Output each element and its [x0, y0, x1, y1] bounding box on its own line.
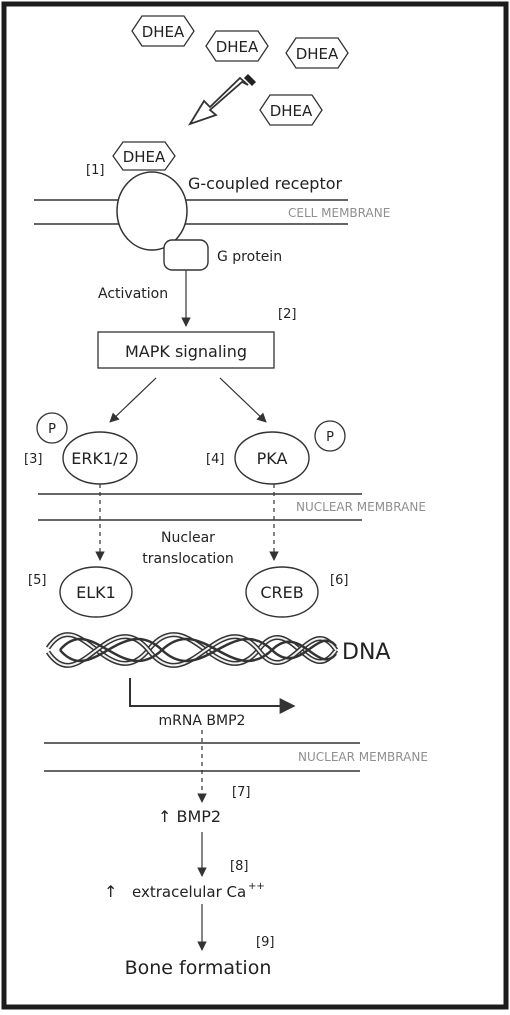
ref-label: [8]	[230, 859, 248, 874]
mrna-label: mRNA BMP2	[159, 713, 246, 729]
mapk-to-pka-arrow	[219, 377, 267, 423]
ref-label: [1]	[86, 163, 104, 178]
transcription-arrow	[129, 678, 296, 714]
erk-label: ERK1/2	[71, 449, 128, 468]
receptor-label: G-coupled receptor	[188, 174, 343, 193]
phosphate-label: P	[48, 422, 56, 437]
ref-label: [3]	[24, 452, 42, 467]
dhea-label: DHEA	[296, 45, 339, 63]
mapk-signaling-box	[97, 331, 275, 369]
calcium-up-arrow: ↑	[104, 882, 117, 901]
bound-dhea-label: DHEA	[123, 148, 166, 166]
dna-label: DNA	[342, 640, 390, 665]
entry-arrow-icon	[187, 74, 256, 126]
nuclear-translocation-label-line1: Nuclear	[161, 530, 215, 546]
bone-formation-label: Bone formation	[125, 957, 272, 979]
ref-label: [6]	[330, 573, 348, 588]
mapk-label: MAPK signaling	[125, 342, 247, 361]
g-protein-label: G protein	[217, 249, 282, 265]
mapk-to-erk-arrow	[109, 377, 157, 423]
nuclear-translocation-label-line2: translocation	[142, 551, 234, 567]
ref-label: [5]	[28, 573, 46, 588]
dhea-label: DHEA	[216, 38, 259, 56]
elk1-factor	[59, 566, 133, 618]
dhea-molecule: DHEA	[285, 37, 349, 69]
activation-label: Activation	[98, 286, 168, 302]
dhea-label: DHEA	[270, 102, 313, 120]
calcium-superscript: ++	[248, 881, 265, 892]
pka-kinase	[234, 431, 310, 485]
g-protein	[163, 239, 209, 271]
ref-label: [4]	[206, 452, 224, 467]
phosphate-group	[36, 412, 68, 444]
dhea-molecule: DHEA	[259, 94, 323, 126]
elk1-label: ELK1	[76, 583, 116, 602]
nuclear-membrane-label: NUCLEAR MEMBRANE	[298, 750, 428, 764]
creb-factor	[245, 566, 319, 618]
nuclear-membrane-label: NUCLEAR MEMBRANE	[296, 500, 426, 514]
cell-membrane-label: CELL MEMBRANE	[288, 206, 390, 220]
ref-label: [2]	[278, 307, 296, 322]
ref-label: [9]	[256, 935, 274, 950]
dhea-molecule: DHEA	[131, 15, 195, 47]
dhea-label: DHEA	[142, 23, 185, 41]
g-coupled-receptor	[116, 171, 188, 251]
creb-label: CREB	[260, 583, 303, 602]
pka-label: PKA	[257, 449, 288, 468]
bmp2-label: ↑ BMP2	[158, 807, 221, 826]
dhea-molecule: DHEA	[205, 30, 269, 62]
dna-helix	[45, 632, 339, 668]
calcium-label: extracelular Ca	[132, 883, 246, 901]
phosphate-label: P	[326, 430, 334, 445]
phosphate-group	[314, 420, 346, 452]
ref-label: [7]	[232, 785, 250, 800]
bound-dhea-molecule: DHEA	[112, 141, 176, 171]
